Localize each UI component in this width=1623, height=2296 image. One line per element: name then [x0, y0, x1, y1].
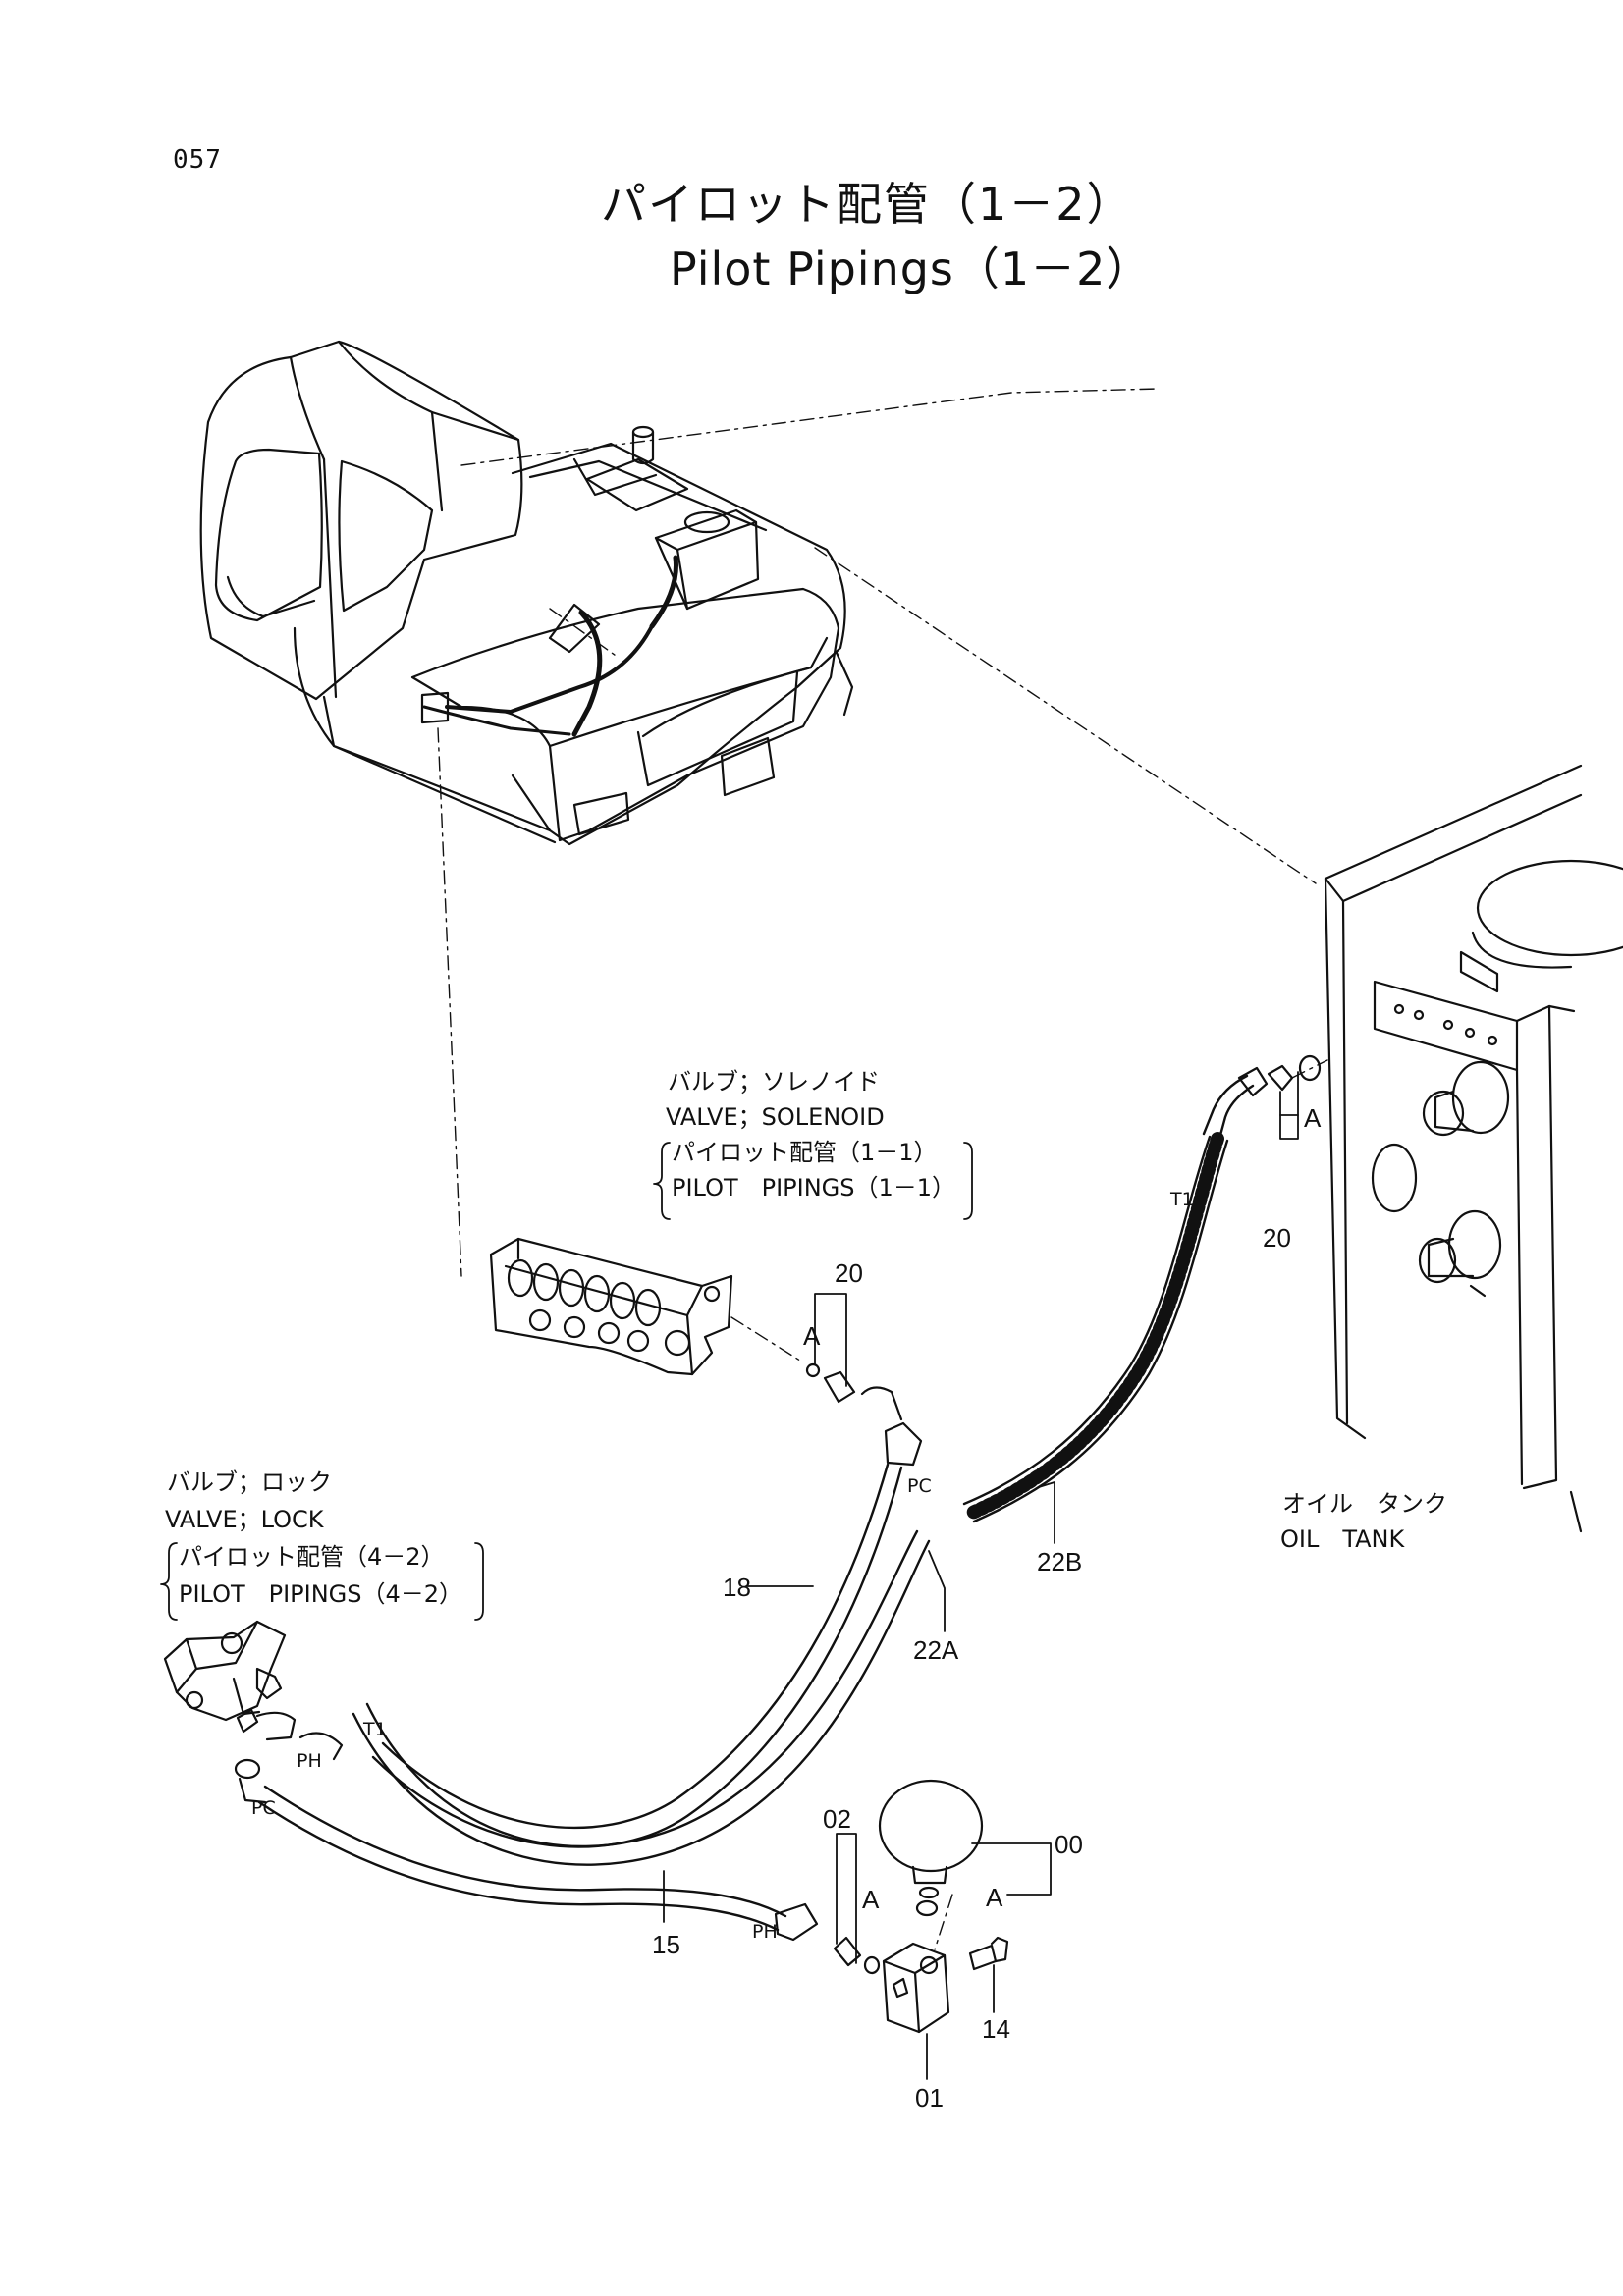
part-number-02: 02 — [823, 1804, 851, 1834]
part-number-18: 18 — [723, 1573, 751, 1602]
title-english: Pilot Pipings（1－2） — [670, 242, 1153, 295]
port-label-pc-solenoid: PC — [907, 1475, 932, 1497]
solenoid-valve-label-jp: バルブ；ソレノイド — [668, 1068, 880, 1095]
lock-valve-illustration — [163, 1620, 287, 1722]
part-number-22a: 22A — [913, 1635, 959, 1665]
part-number-14: 14 — [982, 2014, 1010, 2044]
oil-tank-illustration — [1324, 764, 1623, 1533]
lock-valve-ref-en: PILOT PIPINGS（4－2） — [179, 1580, 462, 1608]
lock-valve-label-jp: バルブ；ロック — [167, 1468, 332, 1496]
part-number-01: 01 — [915, 2083, 944, 2112]
part-number-22b: 22B — [1037, 1547, 1082, 1576]
title-japanese: パイロット配管（1－2） — [601, 178, 1134, 231]
excavator-illustration — [199, 340, 1317, 1277]
part-number-20-tank: 20 — [1263, 1223, 1291, 1253]
port-label-t1-lock: T1 — [362, 1719, 387, 1740]
oil-tank-label-jp: オイル タンク — [1282, 1490, 1447, 1518]
port-label-pc-lock: PC — [251, 1797, 276, 1819]
port-label-ph-lock: PH — [297, 1750, 322, 1772]
detail-marker-a-02: A — [862, 1885, 880, 1914]
detail-marker-a-00: A — [986, 1883, 1003, 1912]
fittings-and-parts — [805, 1054, 1328, 2034]
part-number-15: 15 — [652, 1930, 680, 1959]
part-number-20-solenoid: 20 — [835, 1258, 863, 1288]
solenoid-valve-illustration — [489, 1237, 804, 1376]
part-number-00: 00 — [1055, 1830, 1083, 1859]
labels: バルブ；ソレノイド VALVE；SOLENOID パイロット配管（1－1） PI… — [165, 1068, 1447, 2112]
port-label-ph-block: PH — [752, 1921, 778, 1943]
detail-marker-a-solenoid: A — [803, 1321, 821, 1351]
solenoid-valve-label-en: VALVE；SOLENOID — [666, 1103, 885, 1131]
leader-lines — [160, 1071, 1299, 2080]
oil-tank-label-en: OIL TANK — [1280, 1525, 1406, 1553]
lock-valve-ref-jp: パイロット配管（4－2） — [179, 1543, 445, 1571]
lock-valve-label-en: VALVE；LOCK — [165, 1506, 325, 1533]
page-number: 057 — [173, 145, 222, 175]
solenoid-valve-ref-en: PILOT PIPINGS（1－1） — [672, 1174, 955, 1201]
solenoid-valve-ref-jp: パイロット配管（1－1） — [672, 1139, 938, 1166]
hoses — [234, 1066, 1269, 1942]
detail-marker-a-tank: A — [1304, 1103, 1322, 1133]
port-label-t1-tank: T1 — [1169, 1189, 1194, 1210]
